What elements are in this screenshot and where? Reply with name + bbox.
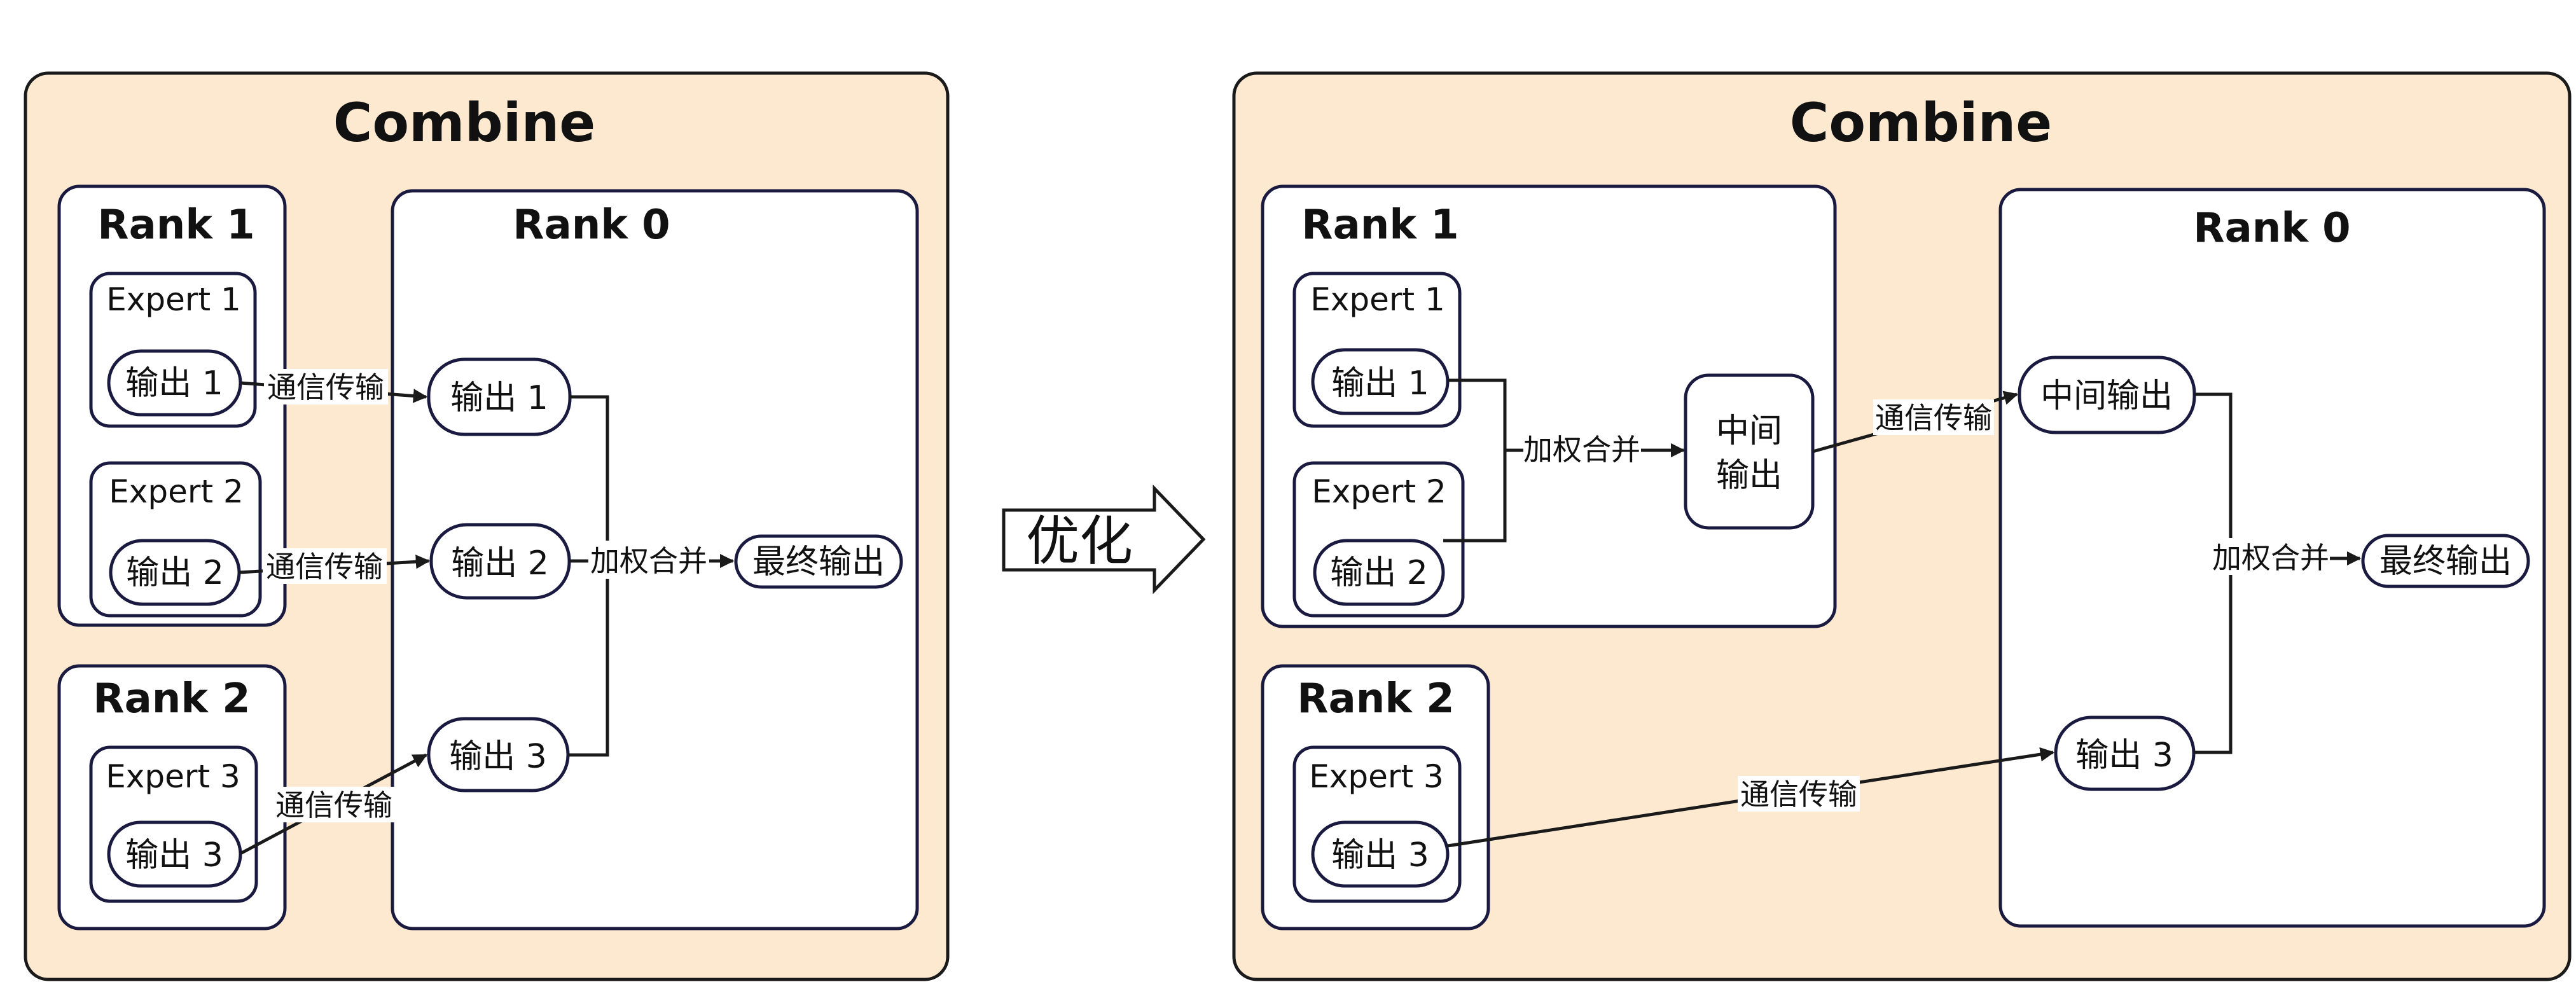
right-expert2-label: Expert 2	[1312, 473, 1446, 510]
right-rank1-label: Rank 1	[1301, 202, 1458, 249]
left-final-output-label: 最终输出	[752, 543, 885, 581]
left-expert2-label: Expert 2	[109, 473, 244, 510]
optimize-arrow: 优化	[1002, 484, 1206, 595]
right-expert2-output-label: 输出 2	[1330, 554, 1428, 592]
left-rank0-output3-label: 输出 3	[449, 738, 547, 776]
right-comm-top-label: 通信传输	[1875, 401, 1992, 435]
right-expert3-output-label: 输出 3	[1331, 836, 1429, 875]
right-intermediate-line1: 中间	[1716, 412, 1782, 450]
left-expert1-output-label: 输出 1	[125, 364, 223, 403]
left-expert2-output-label: 输出 2	[126, 554, 224, 592]
right-final-output	[2361, 534, 2530, 588]
right-combine-panel: Combine Rank 1 Expert 1 输出 1 Expert 2 输出…	[1232, 71, 2572, 981]
right-comm-top-label-bg	[1873, 399, 1994, 435]
left-comm3-label-bg	[272, 787, 396, 822]
left-combine-panel: Combine Rank 1 Expert 1 输出 1 Expert 2 输出…	[24, 71, 950, 981]
right-local-merge-bracket	[1443, 378, 1507, 543]
left-expert3-output	[107, 820, 242, 888]
optimize-arrow-label: 优化	[1026, 510, 1133, 572]
right-comm-bottom-label-bg	[1738, 776, 1860, 812]
left-expert3-label: Expert 3	[106, 758, 240, 795]
right-local-merge-label-bg	[1523, 430, 1641, 467]
left-comm3-label: 通信传输	[275, 788, 392, 822]
left-expert1-label: Expert 1	[106, 281, 241, 318]
left-expert3-output-label: 输出 3	[125, 836, 223, 875]
right-expert2-output	[1313, 539, 1445, 606]
left-panel-title: Combine	[333, 92, 596, 154]
right-merge-label: 加权合并	[2212, 541, 2329, 575]
left-rank0-output2-label: 输出 2	[451, 544, 549, 583]
right-rank0-label: Rank 0	[2193, 205, 2350, 252]
right-intermediate-box	[1684, 373, 1815, 530]
optimize-arrow-shape	[1002, 484, 1206, 595]
right-intermediate-line2: 输出	[1716, 457, 1782, 495]
left-final-output	[734, 534, 903, 589]
left-rank1-label: Rank 1	[97, 202, 254, 249]
left-comm2-label: 通信传输	[266, 550, 383, 584]
left-merge-label: 加权合并	[590, 544, 707, 578]
right-rank0-intermediate-label: 中间输出	[2040, 377, 2173, 415]
right-comm-bottom-label: 通信传输	[1740, 777, 1857, 812]
left-rank0-output1-label: 输出 1	[450, 379, 548, 417]
left-comm1-label-bg	[264, 369, 388, 405]
right-rank2-label: Rank 2	[1297, 675, 1454, 723]
right-local-merge-label: 加权合并	[1523, 432, 1640, 467]
right-rank0-output3-label: 输出 3	[2075, 736, 2173, 775]
left-rank0-label: Rank 0	[513, 202, 670, 249]
right-final-output-label: 最终输出	[2379, 543, 2512, 581]
left-comm1-label: 通信传输	[267, 370, 384, 405]
right-expert3-label: Expert 3	[1309, 758, 1444, 795]
right-expert1-label: Expert 1	[1310, 281, 1445, 318]
left-comm2-label-bg	[263, 548, 387, 584]
left-merge-label-bg	[588, 541, 709, 579]
right-expert1-output-label: 输出 1	[1331, 364, 1429, 403]
right-panel-title: Combine	[1790, 92, 2053, 154]
right-merge-label-bg	[2212, 538, 2330, 575]
right-expert3-output	[1311, 820, 1450, 888]
left-rank2-label: Rank 2	[93, 675, 250, 723]
